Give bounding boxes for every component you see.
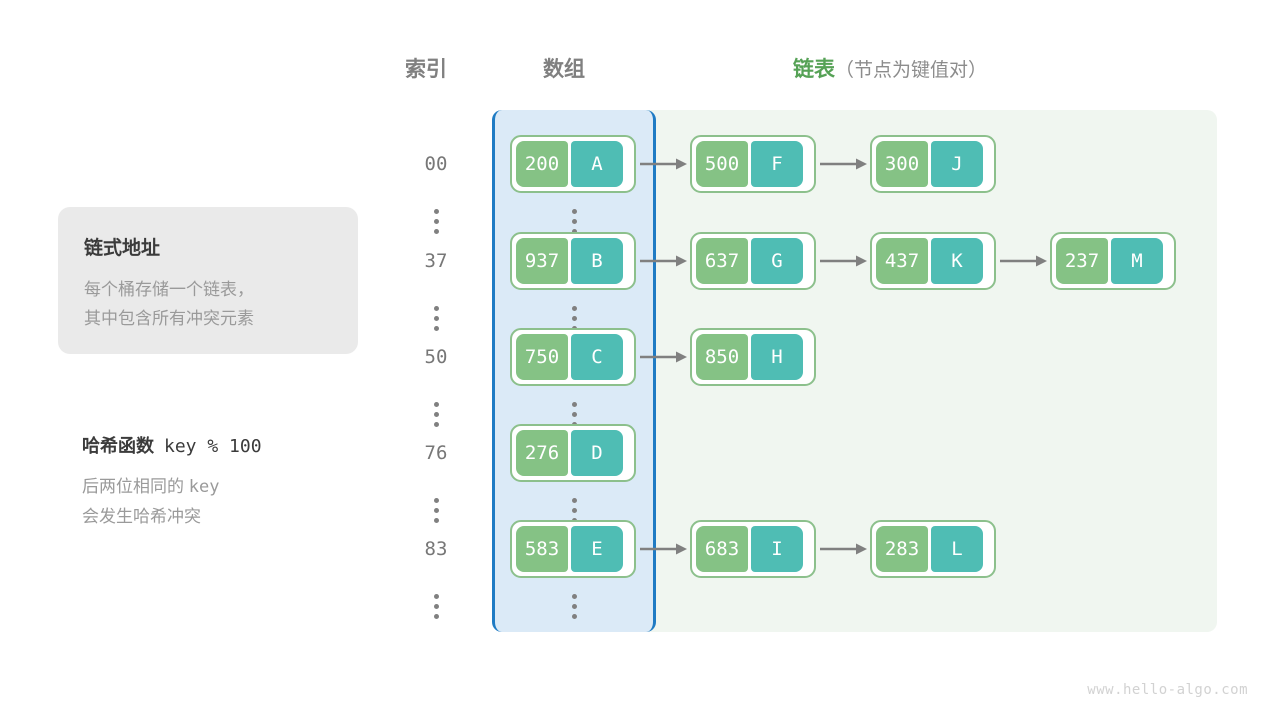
node-value: K: [931, 238, 983, 284]
header-array: 数组: [543, 58, 585, 81]
node-key: 500: [696, 141, 748, 187]
hash-note-line-2: 会发生哈希冲突: [82, 507, 201, 526]
node-key: 300: [876, 141, 928, 187]
bucket-index-label: 50: [424, 346, 448, 368]
bucket-index-label: 83: [424, 538, 448, 560]
node-key: 937: [516, 238, 568, 284]
next-pointer-arrow: [816, 135, 870, 193]
index-ellipsis: [426, 490, 446, 530]
node-key: 237: [1056, 238, 1108, 284]
bucket-ellipsis: [564, 201, 584, 241]
node-key: 200: [516, 141, 568, 187]
header-linked-list: 链表（节点为键值对）: [793, 53, 987, 83]
header-linked-list-note: （节点为键值对）: [835, 60, 988, 81]
node-value: B: [571, 238, 623, 284]
hash-note-line-1-text: 后两位相同的: [82, 477, 184, 496]
hash-function-label: 哈希函数: [82, 436, 154, 456]
node-value: M: [1111, 238, 1163, 284]
hash-function-formula: key % 100: [164, 436, 262, 457]
next-pointer-arrow: [996, 232, 1050, 290]
node-value: H: [751, 334, 803, 380]
bucket-index-label: 76: [424, 442, 448, 464]
node-key: 437: [876, 238, 928, 284]
index-ellipsis: [426, 298, 446, 338]
info-panel-title: 链式地址: [84, 238, 161, 259]
node-value: D: [571, 430, 623, 476]
hash-note-line-1-code: key: [188, 477, 220, 497]
node-key: 683: [696, 526, 748, 572]
header-linked-list-accent: 链表: [793, 58, 835, 81]
column-headers: 索引 数组 链表（节点为键值对）: [0, 0, 1280, 100]
hash-note-line-1: 后两位相同的 key: [82, 472, 382, 502]
node-value: J: [931, 141, 983, 187]
node-key: 850: [696, 334, 748, 380]
info-panel-body: 每个桶存储一个链表， 其中包含所有冲突元素: [84, 275, 254, 333]
node-key: 750: [516, 334, 568, 380]
header-index: 索引: [405, 58, 447, 81]
hash-function-title: 哈希函数 key % 100: [82, 432, 382, 458]
info-panel: 链式地址 每个桶存储一个链表， 其中包含所有冲突元素: [58, 207, 358, 354]
watermark: www.hello-algo.com: [1087, 682, 1248, 698]
node-value: L: [931, 526, 983, 572]
node-value: I: [751, 526, 803, 572]
next-pointer-arrow: [636, 232, 690, 290]
node-key: 637: [696, 238, 748, 284]
bucket-index-label: 00: [424, 153, 448, 175]
next-pointer-arrow: [816, 232, 870, 290]
node-value: A: [571, 141, 623, 187]
node-key: 583: [516, 526, 568, 572]
index-ellipsis: [426, 586, 446, 626]
index-ellipsis: [426, 201, 446, 241]
node-value: C: [571, 334, 623, 380]
info-panel-line-1: 每个桶存储一个链表，: [84, 280, 254, 299]
next-pointer-arrow: [636, 328, 690, 386]
info-panel-line-2: 其中包含所有冲突元素: [84, 309, 254, 328]
node-value: G: [751, 238, 803, 284]
next-pointer-arrow: [816, 520, 870, 578]
hash-function-block: 哈希函数 key % 100 后两位相同的 key 会发生哈希冲突: [82, 432, 382, 531]
bucket-index-label: 37: [424, 250, 448, 272]
bucket-ellipsis: [564, 586, 584, 626]
index-ellipsis: [426, 394, 446, 434]
node-key: 276: [516, 430, 568, 476]
next-pointer-arrow: [636, 520, 690, 578]
node-value: F: [751, 141, 803, 187]
next-pointer-arrow: [636, 135, 690, 193]
hash-function-note: 后两位相同的 key 会发生哈希冲突: [82, 472, 382, 531]
node-key: 283: [876, 526, 928, 572]
node-value: E: [571, 526, 623, 572]
